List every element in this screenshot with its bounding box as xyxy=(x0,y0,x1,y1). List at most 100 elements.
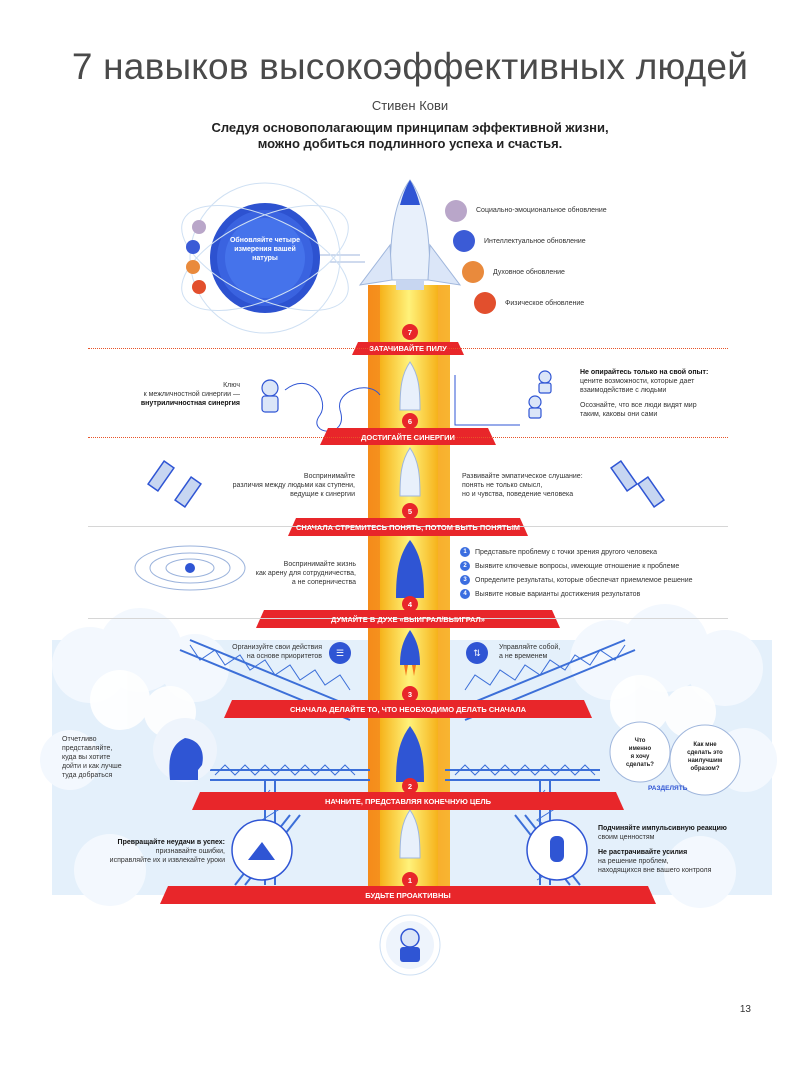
habit-5-number: 5 xyxy=(402,503,418,519)
habit-1-banner: БУДЬТЕ ПРОАКТИВНЫ xyxy=(365,891,451,900)
note-line: таким, каковы они сами xyxy=(580,411,658,418)
note-line: своим ценностям xyxy=(598,834,655,841)
habit-6-banner: ДОСТИГАЙТЕ СИНЕРГИИ xyxy=(361,432,455,442)
habit-3-banner: СНАЧАЛА ДЕЛАЙТЕ ТО, ЧТО НЕОБХОДИМО ДЕЛАТ… xyxy=(289,705,526,714)
note-line: а не временем xyxy=(499,653,548,660)
directions-icon: ⇅ xyxy=(466,642,488,664)
note-line: Отчетливо xyxy=(62,736,97,743)
note-line: образом? xyxy=(690,766,720,772)
list-item-text: Определите результаты, которые обеспечат… xyxy=(475,576,693,584)
note-line: находящихся вне вашего контроля xyxy=(598,867,712,874)
list-item: 3 Определите результаты, которые обеспеча… xyxy=(460,573,720,587)
note-line: а не соперничества xyxy=(291,579,356,586)
intellectual-planet-icon xyxy=(453,230,475,252)
note-line: понять не только смысл, xyxy=(462,482,543,489)
habit-2-number: 2 xyxy=(402,778,418,794)
note-line: куда вы хотите xyxy=(62,754,111,761)
habit-5-right-note: Развивайте эмпатическое слушание: понять… xyxy=(462,472,612,499)
habit-4-number: 4 xyxy=(402,596,418,612)
list-item-text: Представьте проблему с точки зрения друг… xyxy=(475,548,657,556)
step-number-4: 4 xyxy=(460,589,470,599)
note-line: как арену для сотрудничества, xyxy=(255,570,356,577)
note-line: именно xyxy=(628,746,652,752)
step-number-2: 2 xyxy=(460,561,470,571)
note-line: ведущие к синергии xyxy=(290,491,355,498)
step-number-1: 1 xyxy=(460,547,470,557)
habit-3-left-note: Организуйте свои действия на основе прио… xyxy=(222,643,322,661)
step-number-3: 3 xyxy=(460,575,470,585)
note-line: цените возможности, которые дает xyxy=(580,378,695,385)
habit-4-left-note: Воспринимайте жизнь как арену для сотруд… xyxy=(230,560,356,587)
note-line: Управляйте собой, xyxy=(499,644,561,651)
habit-1-number: 1 xyxy=(402,872,418,888)
rocket-top-icon xyxy=(358,179,462,290)
note-line: Не опирайтесь только на свой опыт: xyxy=(580,369,709,376)
divider xyxy=(88,437,728,438)
divider xyxy=(88,618,728,619)
subtitle-line: Следуя основополагающим принципам эффект… xyxy=(211,120,609,135)
note-line: я хочу xyxy=(630,754,650,760)
social-emotional-planet-icon xyxy=(445,200,467,222)
note-line: туда добраться xyxy=(62,772,113,779)
renewal-label: Социально-эмоциональное обновление xyxy=(476,207,607,214)
physical-planet-icon xyxy=(474,292,496,314)
page-number: 13 xyxy=(739,1004,751,1015)
habit-7-number: 7 xyxy=(402,324,418,340)
note-line: наилучшим xyxy=(687,758,723,764)
note-line: Организуйте свои действия xyxy=(232,644,322,651)
list-item: 2 Выявите ключевые вопросы, имеющие отнош… xyxy=(460,559,720,573)
note-line: Превращайте неудачи в успех: xyxy=(117,839,225,846)
note-line: Воспринимайте xyxy=(303,473,355,480)
split-label: РАЗДЕЛЯТЬ xyxy=(648,785,688,792)
habit-1-left-note: Превращайте неудачи в успех: признавайте… xyxy=(95,838,225,865)
author: Стивен Кови xyxy=(371,98,449,113)
planet-icon xyxy=(192,220,206,234)
planet-icon xyxy=(192,280,206,294)
planet-icon xyxy=(186,240,200,254)
note-line: но и чувства, поведение человека xyxy=(462,491,574,498)
habit-7-banner: ЗАТАЧИВАЙТЕ ПИЛУ xyxy=(369,344,447,353)
list-item-text: Выявите ключевые вопросы, имеющие отноше… xyxy=(475,562,680,570)
note-line: Осознайте, что все люди видят мир xyxy=(580,402,697,409)
note-line: представляйте, xyxy=(62,745,113,752)
renewal-label: Духовное обновление xyxy=(493,269,565,276)
note-line: Развивайте эмпатическое слушание: xyxy=(462,473,583,480)
note-line: признавайте ошибки, xyxy=(155,848,225,855)
habit-4-steps-list: 1 Представьте проблему с точки зрения дру… xyxy=(460,545,720,601)
renewal-label: Физическое обновление xyxy=(505,300,585,307)
habit-5-banner: СНАЧАЛА СТРЕМИТЕСЬ ПОНЯТЬ, ПОТОМ БЫТЬ ПО… xyxy=(295,523,521,532)
habit-5-left-note: Воспринимайте различия между людьми как … xyxy=(210,472,355,499)
note-line: Как мне xyxy=(693,742,717,748)
planet-icon xyxy=(186,260,200,274)
divider xyxy=(88,526,728,527)
divider xyxy=(88,348,728,349)
note-line: к межличностной синергии — xyxy=(143,391,240,398)
note-line: на основе приоритетов xyxy=(246,653,322,660)
habit-1-right-note: Подчиняйте импульсивную реакцию своим це… xyxy=(598,824,738,875)
list-item-text: Выявите новые варианты достижения резуль… xyxy=(475,590,641,598)
note-line: Что xyxy=(634,738,646,744)
list-item: 1 Представьте проблему с точки зрения дру… xyxy=(460,545,720,559)
subtitle: Следуя основополагающим принципам эффект… xyxy=(0,120,795,152)
habit-4-banner: ДУМАЙТЕ В ДУХЕ «ВЫИГРАЛ/ВЫИГРАЛ» xyxy=(331,615,485,624)
note-line: дойти и как лучше xyxy=(62,763,122,770)
spiritual-planet-icon xyxy=(462,261,484,283)
note-line: сделать? xyxy=(626,762,654,768)
question-bubble-how: Как мне сделать это наилучшим образом? xyxy=(677,741,733,773)
list-item: 4 Выявите новые варианты достижения резул… xyxy=(460,587,720,601)
note-line: Воспринимайте жизнь xyxy=(283,561,356,568)
note-line: исправляйте их и извлекайте уроки xyxy=(109,857,225,864)
subtitle-line: можно добиться подлинного успеха и счаст… xyxy=(257,136,563,151)
page-title: 7 навыков высокоэффективных людей xyxy=(71,46,749,87)
note-line: Ключ xyxy=(223,382,240,389)
habit-2-banner: НАЧНИТЕ, ПРЕДСТАВЛЯЯ КОНЕЧНУЮ ЦЕЛЬ xyxy=(324,797,492,806)
renewal-label: Интеллектуальное обновление xyxy=(484,238,586,245)
note-line: сделать это xyxy=(687,750,723,756)
note-line: различия между людьми как ступени, xyxy=(232,482,355,489)
note-line: Подчиняйте импульсивную реакцию xyxy=(598,825,727,832)
renewal-circle-text: Обновляйте четыре измерения вашей натуры xyxy=(229,237,301,262)
question-bubble-what: Что именно я хочу сделать? xyxy=(615,737,665,769)
habit-6-right-note: Не опирайтесь только на свой опыт: ценит… xyxy=(580,368,730,419)
